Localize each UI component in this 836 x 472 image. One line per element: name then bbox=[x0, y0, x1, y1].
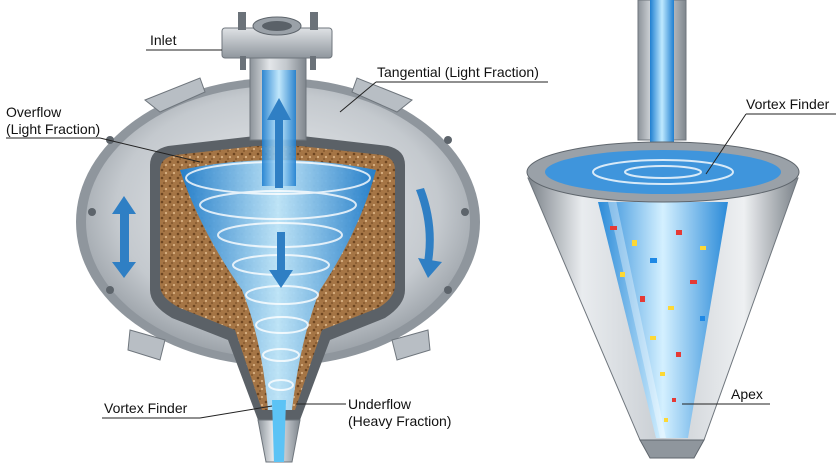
left-cyclone bbox=[76, 12, 480, 463]
left-bracket bbox=[144, 77, 206, 113]
label-overflow-line2: (Light Fraction) bbox=[6, 121, 101, 137]
flow-arrow-up-icon bbox=[267, 98, 291, 188]
label-tangential: Tangential (Light Fraction) bbox=[377, 64, 539, 80]
particles bbox=[610, 226, 706, 422]
cone-surface bbox=[545, 150, 781, 194]
cone-liquid bbox=[598, 202, 728, 438]
label-underflow-line1: Underflow bbox=[348, 396, 412, 412]
label-vortex-finder-left: Vortex Finder bbox=[104, 400, 188, 416]
bolt-icon bbox=[238, 12, 318, 70]
water-vortex bbox=[180, 160, 376, 410]
leader-lines bbox=[6, 49, 836, 419]
right-bracket bbox=[351, 77, 413, 113]
apex-outlet bbox=[639, 439, 705, 459]
label-overflow: Overflow (Light Fraction) bbox=[6, 104, 100, 138]
discharge-stream bbox=[272, 400, 286, 462]
label-overflow-line1: Overflow bbox=[6, 104, 62, 120]
label-apex: Apex bbox=[731, 386, 763, 402]
left-foot bbox=[127, 329, 166, 361]
vortex-swirls bbox=[185, 161, 371, 391]
right-cyclone bbox=[526, 0, 800, 459]
label-underflow: Underflow (Heavy Fraction) bbox=[348, 396, 451, 430]
flow-arrow-down-icon bbox=[269, 232, 293, 288]
label-underflow-line2: (Heavy Fraction) bbox=[348, 413, 452, 429]
label-inlet: Inlet bbox=[150, 32, 177, 48]
label-vortex-finder-right: Vortex Finder bbox=[746, 96, 830, 112]
right-foot bbox=[391, 329, 431, 361]
circulation-arrow-icon bbox=[112, 188, 442, 278]
